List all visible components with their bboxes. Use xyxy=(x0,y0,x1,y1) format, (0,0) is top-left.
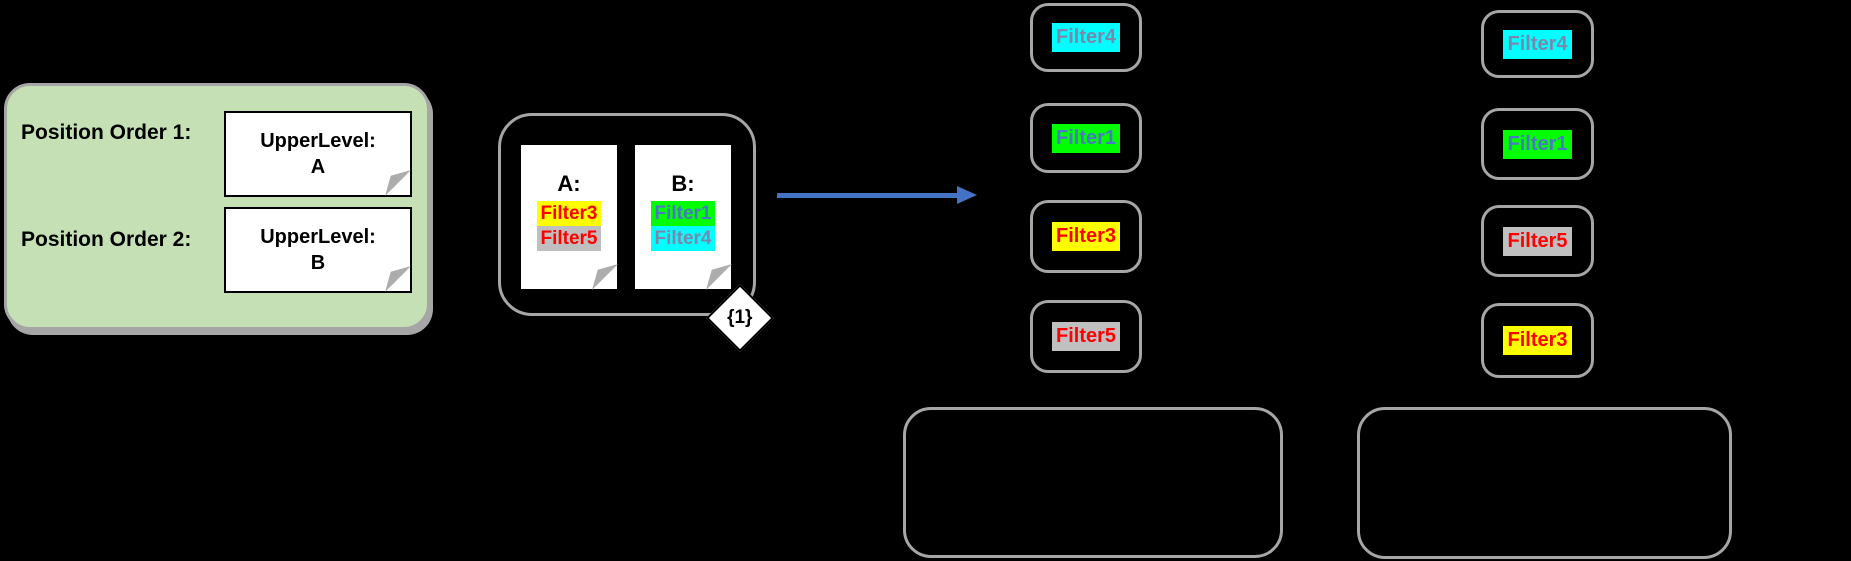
empty-container-left xyxy=(903,407,1283,558)
upperlevel-a-line1: UpperLevel: xyxy=(260,130,376,152)
result-col1-box4: Filter5 xyxy=(1030,300,1142,373)
filter-chip: Filter3 xyxy=(1051,222,1121,251)
folded-corner-icon xyxy=(592,264,618,290)
folded-corner-icon xyxy=(706,264,732,290)
filter-chip: Filter4 xyxy=(651,226,715,251)
filter-chip: Filter3 xyxy=(1503,326,1572,355)
filter-chip: Filter5 xyxy=(1051,322,1121,351)
result-col2-box2: Filter1 xyxy=(1481,108,1594,180)
result-col2-box4: Filter3 xyxy=(1481,303,1594,378)
position-order-legend-panel: Position Order 1: Position Order 2: Uppe… xyxy=(4,83,430,330)
flow-arrow xyxy=(777,193,959,198)
filter-chip: Filter3 xyxy=(537,201,601,226)
flow-arrow-head-icon xyxy=(957,186,977,204)
upperlevel-a-note: UpperLevel: A xyxy=(224,111,412,197)
note-a-title: A: xyxy=(557,171,581,196)
position-order-2-label: Position Order 2: xyxy=(21,228,192,251)
empty-container-right xyxy=(1357,407,1732,559)
result-col1-box1: Filter4 xyxy=(1030,3,1142,72)
folded-corner-icon xyxy=(385,266,411,292)
result-col1-box3: Filter3 xyxy=(1030,200,1142,273)
upperlevel-a-line2: A xyxy=(310,156,326,178)
upperlevel-b-line2: B xyxy=(310,252,326,274)
filter-note-a: A: Filter3 Filter5 xyxy=(519,143,619,291)
filter-chip: Filter4 xyxy=(1051,23,1121,52)
position-order-1-label: Position Order 1: xyxy=(21,121,192,144)
filter-note-b: B: Filter1 Filter4 xyxy=(633,143,733,291)
note-b-title: B: xyxy=(671,171,695,196)
filter-chip: Filter1 xyxy=(1503,129,1572,159)
result-col1-box2: Filter1 xyxy=(1030,103,1142,173)
filter-chip: Filter4 xyxy=(1503,29,1572,59)
result-col2-box1: Filter4 xyxy=(1481,10,1594,78)
source-filter-group: A: Filter3 Filter5 B: Filter1 Filter4 xyxy=(498,113,756,316)
cardinality-badge-text: {1} xyxy=(727,306,753,328)
filter-chip: Filter1 xyxy=(651,201,715,226)
upperlevel-b-note: UpperLevel: B xyxy=(224,207,412,293)
filter-chip: Filter5 xyxy=(537,226,601,251)
filter-chip: Filter5 xyxy=(1503,226,1572,256)
filter-chip: Filter1 xyxy=(1051,123,1121,153)
upperlevel-b-line1: UpperLevel: xyxy=(260,226,376,248)
result-col2-box3: Filter5 xyxy=(1481,205,1594,277)
folded-corner-icon xyxy=(385,170,411,196)
